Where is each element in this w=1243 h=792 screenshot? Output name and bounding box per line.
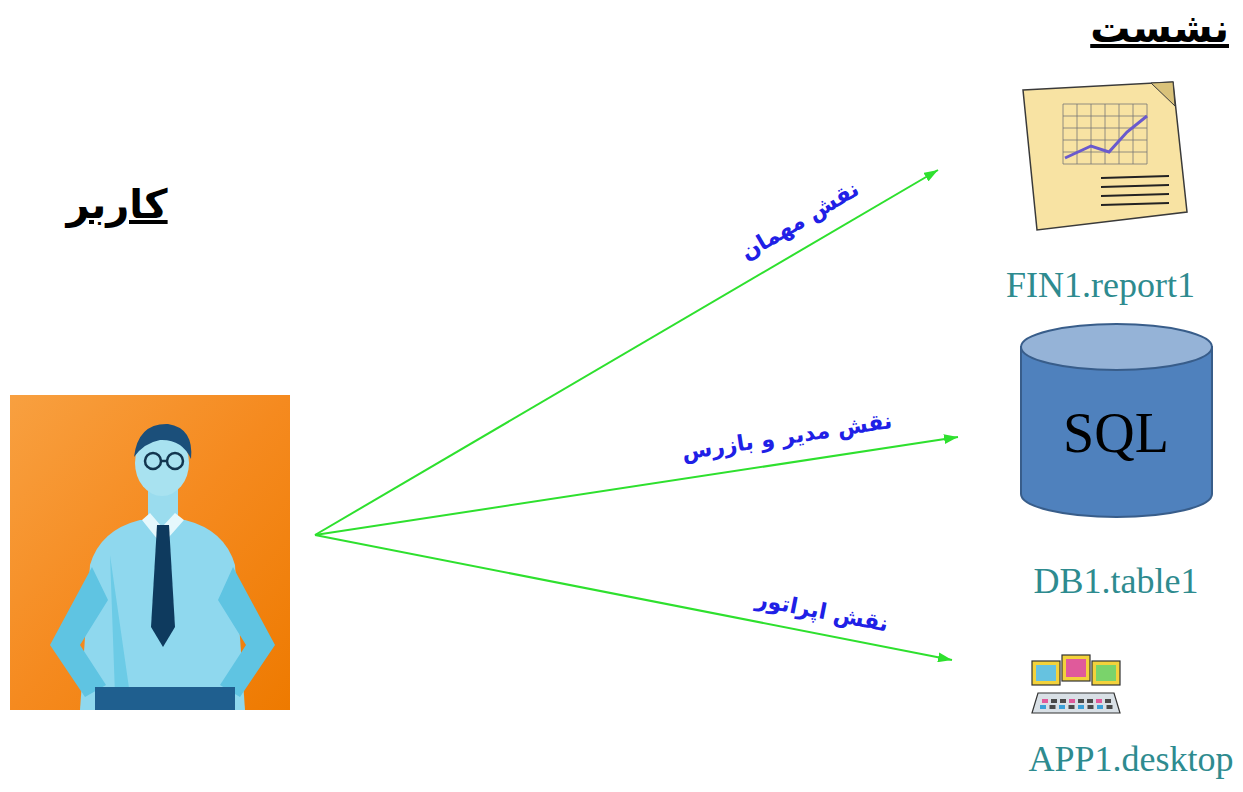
tie: [151, 525, 175, 647]
cylinder-top: [1021, 324, 1212, 370]
column-heading: نشست: [1090, 4, 1229, 52]
orange-background: [10, 395, 290, 710]
role-arrow: [315, 535, 952, 660]
monitor: [1032, 661, 1060, 685]
node-icon: SQL: [1019, 322, 1214, 519]
role-arrow: [315, 437, 958, 535]
chart-line: [1065, 116, 1147, 158]
monitor: [1062, 655, 1090, 681]
shirt: [80, 520, 245, 710]
role-label: نقش مهمان: [736, 176, 864, 266]
keys: [1040, 699, 1113, 709]
object-name: FIN1.report1: [1006, 265, 1195, 306]
role-label: نقش مدیر و بازرس: [680, 408, 894, 466]
user-illustration: [10, 395, 290, 710]
object-name: DB1.table1: [1034, 561, 1199, 602]
trousers: [95, 687, 235, 710]
desktop-node: APP1.desktop: [952, 645, 1240, 780]
object-name: APP1.desktop: [1028, 739, 1233, 780]
database-node: SQL DB1.table1: [958, 320, 1240, 602]
shirt-shade: [110, 555, 130, 695]
paper-sheet: [1023, 82, 1187, 230]
node-icon: [1028, 653, 1123, 715]
hair: [134, 424, 191, 459]
node-heading: کاربر: [10, 180, 224, 228]
glasses-right: [167, 453, 183, 469]
report-node: FIN1.report1: [938, 75, 1238, 306]
role-arrow: [315, 170, 938, 535]
node-shape: [1001, 80, 1201, 235]
node-shape: [1028, 653, 1123, 715]
text-lines: [1101, 176, 1169, 205]
glasses-bridge: [161, 460, 167, 463]
keyboard: [1032, 693, 1120, 713]
user-node: کاربر: [10, 180, 315, 712]
glasses-left: [145, 453, 161, 469]
chart-grid: [1063, 104, 1147, 164]
shape-text: SQL: [1019, 403, 1214, 465]
paper-fold: [1151, 82, 1175, 106]
role-label: نقش اپراتور: [754, 586, 891, 638]
node-icon: [1001, 80, 1201, 235]
right-arm: [218, 567, 275, 697]
monitor: [1092, 661, 1120, 685]
left-arm: [50, 567, 108, 697]
